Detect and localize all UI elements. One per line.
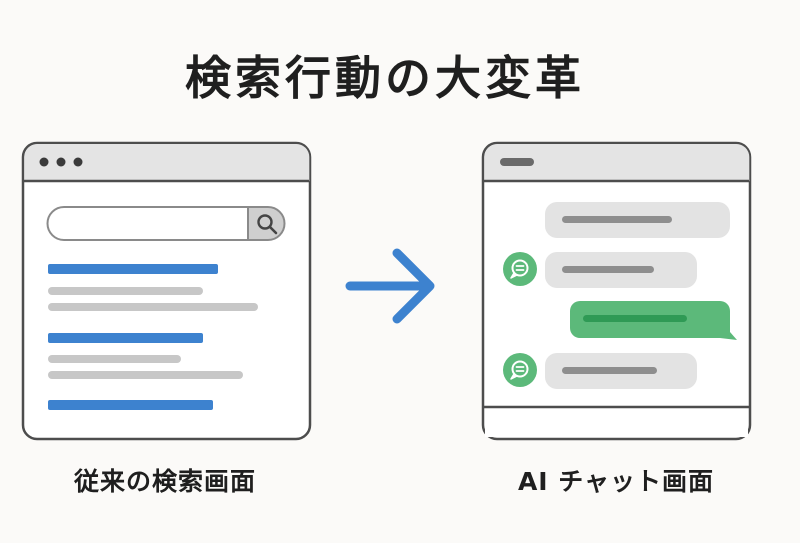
bot-avatar-1 [503, 252, 537, 286]
chat-titlebar-handle [500, 158, 534, 166]
search-icon [257, 214, 278, 235]
chat-window-frame [481, 141, 752, 441]
search-window [21, 141, 312, 441]
result-link-1[interactable] [48, 264, 218, 274]
bot-avatar-2 [503, 353, 537, 387]
result-link-2[interactable] [48, 333, 203, 343]
bot-message-1 [545, 252, 697, 288]
chat-window-titlebar [484, 144, 750, 181]
three-dots-icon [39, 157, 83, 167]
search-results [48, 264, 258, 410]
result-link-3[interactable] [48, 400, 213, 410]
result-snippet-2a [48, 355, 181, 363]
left-caption: 従来の検索画面 [73, 467, 256, 496]
chat-bubble-icon [510, 259, 529, 279]
result-snippet-1b [48, 303, 258, 311]
page-title: 検索行動の大変革 [185, 51, 585, 105]
right-caption: AI チャット画面 [517, 467, 715, 496]
search-input[interactable] [46, 206, 263, 241]
search-window-titlebar [24, 144, 310, 181]
arrow-right-icon [345, 248, 435, 324]
search-button[interactable] [247, 206, 286, 241]
user-message-2 [570, 301, 737, 340]
result-snippet-1a [48, 287, 203, 295]
search-bar[interactable] [46, 206, 286, 241]
result-snippet-2b [48, 371, 243, 379]
chat-input-area[interactable] [485, 409, 748, 437]
user-message-1 [545, 202, 730, 238]
chat-bubble-icon [510, 360, 529, 380]
bot-message-2 [545, 353, 697, 389]
chat-window [481, 141, 752, 441]
